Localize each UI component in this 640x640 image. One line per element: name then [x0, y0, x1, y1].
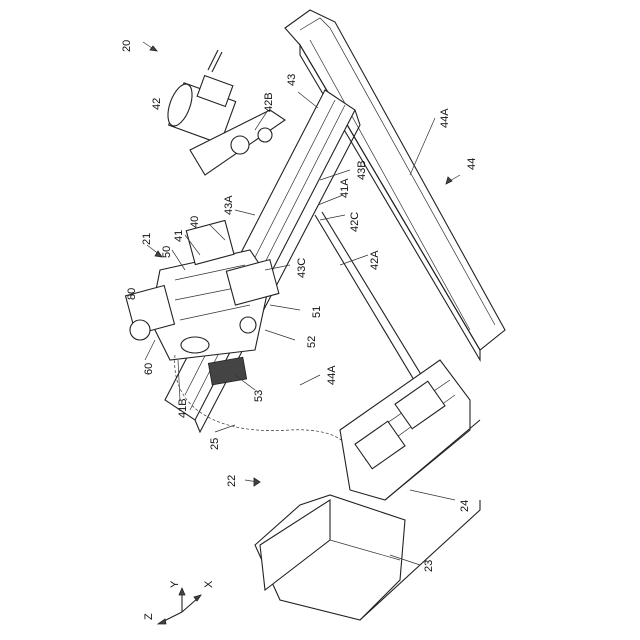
- label-42c: 42C: [349, 212, 361, 232]
- axis-x-label: X: [203, 580, 215, 588]
- unit-24: [340, 360, 480, 500]
- label-40: 40: [189, 216, 201, 228]
- label-43c: 43C: [296, 258, 308, 278]
- label-43a: 43A: [223, 195, 235, 215]
- label-41b: 41B: [177, 398, 189, 418]
- label-44: 44: [466, 158, 478, 170]
- label-44a-top: 44A: [439, 108, 451, 128]
- label-21: 21: [141, 233, 153, 245]
- label-22: 22: [226, 475, 238, 487]
- label-43b: 43B: [356, 160, 368, 180]
- label-51: 51: [311, 306, 323, 318]
- axis-z-label: Z: [143, 613, 155, 620]
- label-20: 20: [121, 40, 133, 52]
- label-60: 60: [143, 363, 155, 375]
- label-80: 80: [126, 288, 138, 300]
- block-23: [255, 495, 480, 620]
- label-44a-mid: 44A: [326, 365, 338, 385]
- rod-42a: [315, 212, 428, 390]
- label-42a: 42A: [369, 250, 381, 270]
- label-41a: 41A: [339, 178, 351, 198]
- label-24: 24: [459, 500, 471, 512]
- label-42b: 42B: [263, 92, 275, 112]
- label-52: 52: [306, 336, 318, 348]
- label-53: 53: [253, 390, 265, 402]
- label-41: 41: [173, 230, 185, 242]
- label-25: 25: [209, 438, 221, 450]
- label-42: 42: [151, 98, 163, 110]
- label-50: 50: [161, 246, 173, 258]
- axis-y-label: Y: [169, 580, 181, 588]
- label-43: 43: [286, 74, 298, 86]
- axis-indicator: [158, 588, 201, 624]
- label-23: 23: [423, 560, 435, 572]
